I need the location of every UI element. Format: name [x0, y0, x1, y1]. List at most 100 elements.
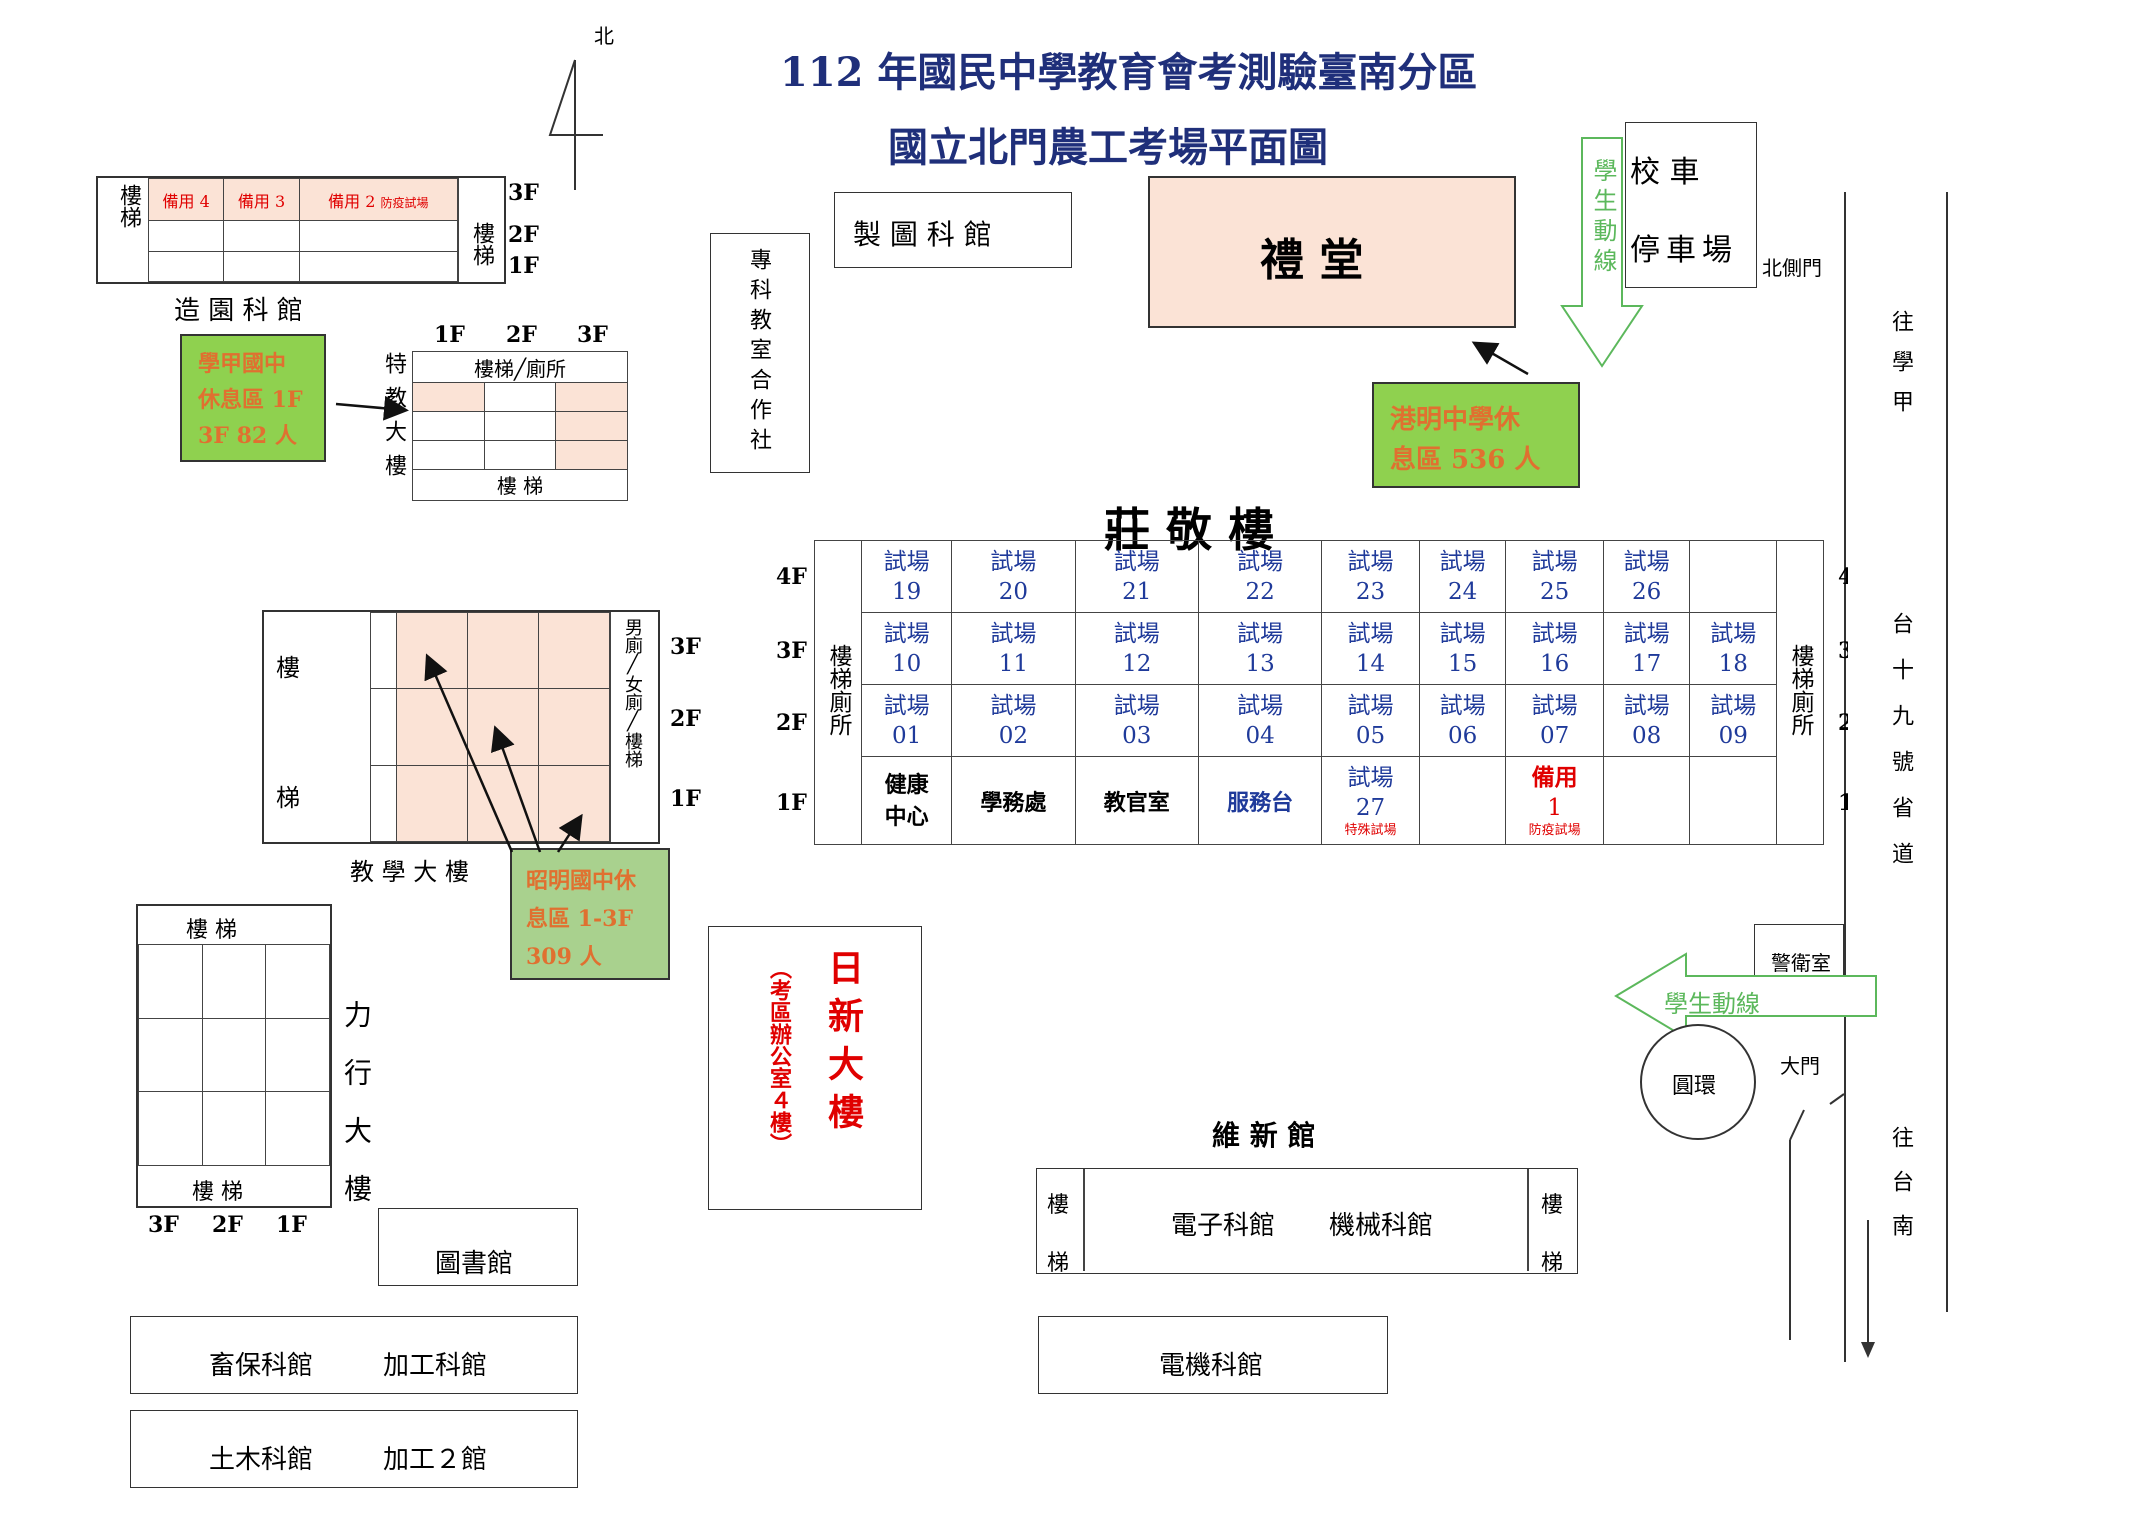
zhuangjing-floor-2f: 2F — [776, 710, 807, 736]
exam-room-15: 試場 15 — [1418, 612, 1507, 685]
exam-room-label: 試場 — [883, 548, 930, 575]
road-highway: 台十九號省道 — [1888, 612, 1913, 888]
exam-room-label: 試場 — [990, 548, 1037, 575]
dianji-building: 電機科館 — [1038, 1316, 1388, 1394]
north-gate: 北側門 — [1762, 256, 1822, 280]
exam-room-label: 試場 — [1237, 620, 1284, 647]
health-center: 健康中心 — [860, 756, 953, 845]
weixin-name: 維 新 館 — [1212, 1119, 1316, 1152]
exam-room-number: 05 — [1355, 722, 1386, 749]
bus-parking: 校 車 停車場 — [1625, 122, 1757, 288]
student-flow-down-arrow-icon — [1560, 137, 1644, 368]
teaching-name: 教 學 大 樓 — [350, 858, 469, 886]
map-title: 112 年國民中學教育會考測驗臺南分區 — [780, 49, 1478, 96]
exam-room-22: 試場 22 — [1197, 540, 1323, 613]
exam-room-label: 試場 — [1710, 692, 1757, 719]
gangming-rest-area: 港明中學休 息區 536 人 — [1372, 382, 1580, 488]
exam-room-label: 試場 — [1237, 548, 1284, 575]
zhuangjing-floor-3f: 3F — [776, 638, 807, 664]
exam-room-label: 試場 — [883, 620, 930, 647]
special-building: 樓梯╱廁所 樓 梯 — [412, 350, 628, 502]
roundabout-label: 圓環 — [1672, 1074, 1717, 1099]
exam-room-number: 20 — [998, 578, 1028, 605]
zhuangjing-floor-2f-right: 2F — [1838, 710, 1848, 736]
roundabout — [1640, 1024, 1756, 1140]
guard-room: 警衛室 — [1754, 924, 1844, 976]
special-top: 樓梯╱廁所 — [412, 350, 628, 384]
exam-room-27: 試場 27 特殊試場 — [1321, 756, 1420, 845]
tumu-building: 土木科館 加工２館 — [130, 1410, 578, 1488]
zhuangjing-floor-3f-right: 3F — [1838, 638, 1848, 664]
lixing-name: 力行大樓 — [340, 1000, 373, 1232]
north-arrow-icon — [548, 59, 603, 190]
exam-room-label: 試場 — [1531, 692, 1578, 719]
road-to-tainan: 往台南 — [1888, 1126, 1913, 1258]
zhuangjing-floor-4f: 4F — [776, 564, 807, 590]
empty-room — [1689, 540, 1777, 613]
zaoyuan-name: 造 園 科 館 — [174, 296, 303, 326]
exam-room-label: 試場 — [990, 620, 1037, 647]
exam-room-number: 16 — [1539, 650, 1570, 677]
exam-room-label: 試場 — [1347, 692, 1394, 719]
litang-building: 禮 堂 — [1148, 176, 1516, 328]
special-bottom: 樓 梯 — [412, 468, 628, 502]
teaching-floor-2f: 2F — [670, 706, 701, 732]
teaching-floor-1f: 1F — [670, 786, 701, 812]
exam-room-number: 23 — [1355, 578, 1386, 605]
xupao-building: 畜保科館 加工科館 — [130, 1316, 578, 1394]
zhuangjing-floor-1f: 1F — [776, 790, 807, 816]
teaching-floor-3f: 3F — [670, 634, 701, 660]
exam-room-number: 03 — [1122, 722, 1152, 749]
exam-room-number: 15 — [1447, 650, 1478, 677]
road-line-left — [1844, 192, 1846, 1362]
exam-room-label: 試場 — [1623, 620, 1670, 647]
exam-room-number: 09 — [1718, 722, 1748, 749]
library: 圖書館 — [378, 1208, 578, 1286]
exam-room-02: 試場 02 — [951, 684, 1076, 757]
exam-room-number: 26 — [1632, 578, 1662, 605]
exam-room-label: 試場 — [990, 692, 1037, 719]
gate-road-lines — [1789, 1093, 1845, 1340]
zaoyuan-stair-right: 樓梯 — [469, 222, 494, 266]
exam-room-number: 06 — [1447, 722, 1478, 749]
exam-room-number: 02 — [998, 722, 1028, 749]
student-flow-vertical: 學生動線 — [1589, 158, 1617, 278]
weixin-building: 樓梯 樓梯 電子科館 機械科館 — [1036, 1168, 1578, 1276]
discipline-office: 教官室 — [1074, 756, 1199, 845]
exam-room-05: 試場 05 — [1321, 684, 1420, 757]
exam-room-number: 01 — [891, 722, 922, 749]
exam-room-label: 試場 — [1710, 620, 1757, 647]
exam-room-number: 19 — [891, 578, 922, 605]
exam-room-number: 08 — [1632, 722, 1662, 749]
exam-room-label: 試場 — [1623, 692, 1670, 719]
rixin-building: （考區辦公室４樓） 日新大樓 — [708, 926, 922, 1210]
zaoyuan-building: 樓梯 備用 4 備用 3 備用 2 防疫試場 樓梯 — [96, 176, 506, 284]
exam-room-number: 25 — [1539, 578, 1570, 605]
lixing-floor-1f: 1F — [276, 1212, 307, 1238]
special-floor-2f: 2F — [506, 322, 537, 348]
main-gate: 大門 — [1780, 1054, 1820, 1078]
exam-room-number: 22 — [1245, 578, 1275, 605]
lixing-floor-2f: 2F — [212, 1212, 243, 1238]
student-flow-horizontal: 學生動線 — [1664, 990, 1760, 1018]
exam-room-19: 試場 19 — [860, 540, 953, 613]
road-to-xuejia: 往學甲 — [1888, 310, 1913, 430]
zhitu-building: 製 圖 科 館 — [834, 192, 1072, 268]
exam-room-label: 試場 — [1439, 548, 1486, 575]
exam-room-label: 試場 — [1439, 620, 1486, 647]
zhuangjing-stairs-left: 樓梯廁所 — [814, 540, 862, 845]
